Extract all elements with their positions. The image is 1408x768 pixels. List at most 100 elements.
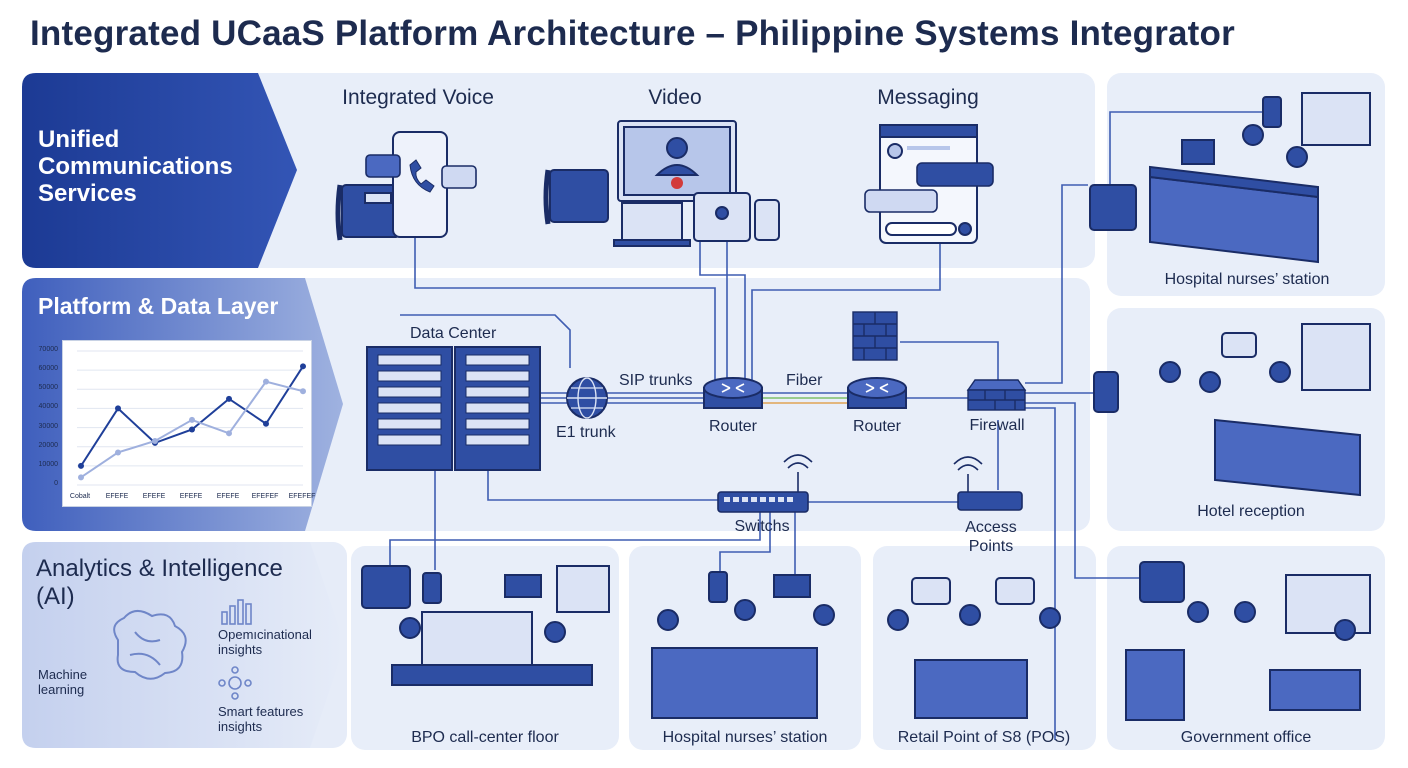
- tablet-icon-video: [693, 192, 751, 242]
- chat-bubble-icon-voice: [365, 154, 477, 189]
- hospital-bottom-desk-icon: [651, 571, 835, 719]
- chart-x-tick-label: Cobalt: [69, 493, 91, 500]
- connection-lines: [389, 111, 1265, 740]
- chart-x-tick-label: EFEFE: [105, 493, 129, 500]
- band-analytics-title: Analytics & Intelligence (AI): [36, 555, 283, 611]
- chart-y-tick-label: 40000: [38, 403, 58, 411]
- chart-y-tick-label: 0: [54, 480, 58, 487]
- firewall-icon: [966, 379, 1027, 411]
- globe-icon: [566, 377, 608, 419]
- data-center-label: Data Center: [410, 325, 497, 342]
- chart-point: [226, 395, 232, 402]
- chart-x-tick-label: EFEFE: [179, 493, 203, 500]
- chart-canvas: [77, 350, 306, 486]
- brain-icon: [113, 610, 187, 680]
- insights-2-line-2: insights: [218, 719, 263, 734]
- insights-2-line-1: Smart features: [218, 704, 304, 719]
- chart-x-tick-label: EFEFE: [142, 493, 166, 500]
- site-hotel-label: Hotel reception: [1197, 503, 1305, 520]
- band-analytics-line-2: (AI): [36, 583, 75, 610]
- bpo-floor-icon: [361, 565, 610, 686]
- chart-point: [263, 378, 269, 385]
- insights-1-line-1: Opemıcinational: [218, 627, 312, 642]
- network-nodes-icon: [218, 666, 252, 700]
- chart-y-tick-label: 20000: [38, 441, 58, 449]
- chart-y-tick-label: 70000: [38, 346, 58, 353]
- server-rack-icon: [366, 346, 541, 471]
- chart-y-tick-label: 60000: [38, 365, 58, 373]
- government-office-icon: [1125, 561, 1371, 721]
- network-switch-icon: [717, 454, 813, 513]
- e1-trunk-label: E1 trunk: [556, 424, 616, 441]
- page-title: Integrated UCaaS Platform Architecture –…: [30, 14, 1235, 53]
- chart-point: [115, 449, 121, 456]
- chart-point: [300, 388, 306, 395]
- band-unified-line-2: Communications: [38, 153, 233, 180]
- machine-learning-line-2: learning: [38, 682, 85, 697]
- laptop-icon-video: [613, 202, 691, 247]
- router-icon-1: [703, 377, 763, 409]
- service-messaging-label: Messaging: [877, 86, 979, 109]
- service-video-label: Video: [648, 86, 702, 109]
- machine-learning-line-1: Machine: [38, 667, 88, 682]
- band-unified-title: Unified Communications Services: [38, 126, 233, 207]
- retail-counter-icon: [887, 577, 1061, 719]
- sip-trunks-label: SIP trunks: [619, 372, 693, 389]
- desk-phone-icon-hospital: [1089, 184, 1137, 231]
- access-points-line-2: Points: [968, 538, 1014, 555]
- chart-y-tick-label: 50000: [38, 384, 58, 392]
- chart-point: [78, 474, 84, 481]
- chart-point: [78, 462, 84, 469]
- band-unified-shape: [22, 73, 297, 268]
- chart-point: [152, 437, 158, 444]
- band-platform-title: Platform & Data Layer: [38, 293, 279, 319]
- band-unified-line-1: Unified: [38, 126, 120, 153]
- chat-bubble-icon-messaging: [864, 162, 994, 213]
- site-government-label: Government office: [1180, 729, 1312, 746]
- smartphone-icon-voice: [392, 131, 448, 238]
- desk-phone-icon-video: [543, 169, 609, 225]
- platform-line-chart: [62, 340, 312, 507]
- phone-icon-video: [754, 199, 780, 241]
- router-icon-2: [847, 377, 907, 409]
- insights-1-label: Opemıcinational insights: [218, 627, 312, 657]
- chart-point: [189, 426, 195, 433]
- site-hospital-top-label: Hospital nurses’ station: [1164, 271, 1330, 288]
- service-voice-label: Integrated Voice: [342, 86, 494, 109]
- hospital-top-desk-icon: [1149, 92, 1371, 264]
- access-points-label: Access Points: [965, 518, 1017, 556]
- access-point-icon: [953, 456, 1023, 511]
- access-points-line-1: Access: [965, 519, 1017, 536]
- chart-x-tick-label: EFEFEF: [251, 493, 279, 500]
- router-1-label: Router: [708, 418, 758, 435]
- fiber-lines: [762, 392, 848, 404]
- chart-y-tick-label: 30000: [38, 422, 58, 430]
- site-bpo-label: BPO call-center floor: [411, 729, 559, 746]
- band-unified-line-3: Services: [38, 180, 137, 207]
- machine-learning-label: Machine learning: [38, 667, 87, 697]
- brick-wall-icon: [852, 311, 898, 361]
- switchs-label: Switchs: [734, 518, 790, 535]
- chart-point: [115, 405, 121, 412]
- chart-x-tick-label: EFEFE: [216, 493, 240, 500]
- band-analytics-shape: [22, 542, 345, 748]
- chart-x-tick-label: EFEFEF: [288, 493, 316, 500]
- site-hospital-bottom-label: Hospital nurses’ station: [662, 729, 828, 746]
- chart-point: [226, 430, 232, 437]
- site-retail-label: Retail Point of S8 (POS): [897, 729, 1071, 746]
- chart-point: [189, 416, 195, 423]
- insights-2-label: Smart features insights: [218, 704, 303, 734]
- bar-chart-icon: [221, 599, 252, 625]
- fiber-label: Fiber: [786, 372, 823, 389]
- chart-point: [263, 420, 269, 427]
- firewall-label: Firewall: [969, 417, 1025, 434]
- band-analytics-line-1: Analytics & Intelligence: [36, 555, 283, 582]
- router-2-label: Router: [852, 418, 902, 435]
- hotel-desk-icon: [1093, 323, 1371, 497]
- chart-y-tick-label: 10000: [38, 460, 58, 468]
- chart-point: [300, 363, 306, 370]
- desk-phone-icon-voice: [335, 184, 401, 241]
- video-monitor-icon: [617, 120, 737, 202]
- insights-1-line-2: insights: [218, 642, 263, 657]
